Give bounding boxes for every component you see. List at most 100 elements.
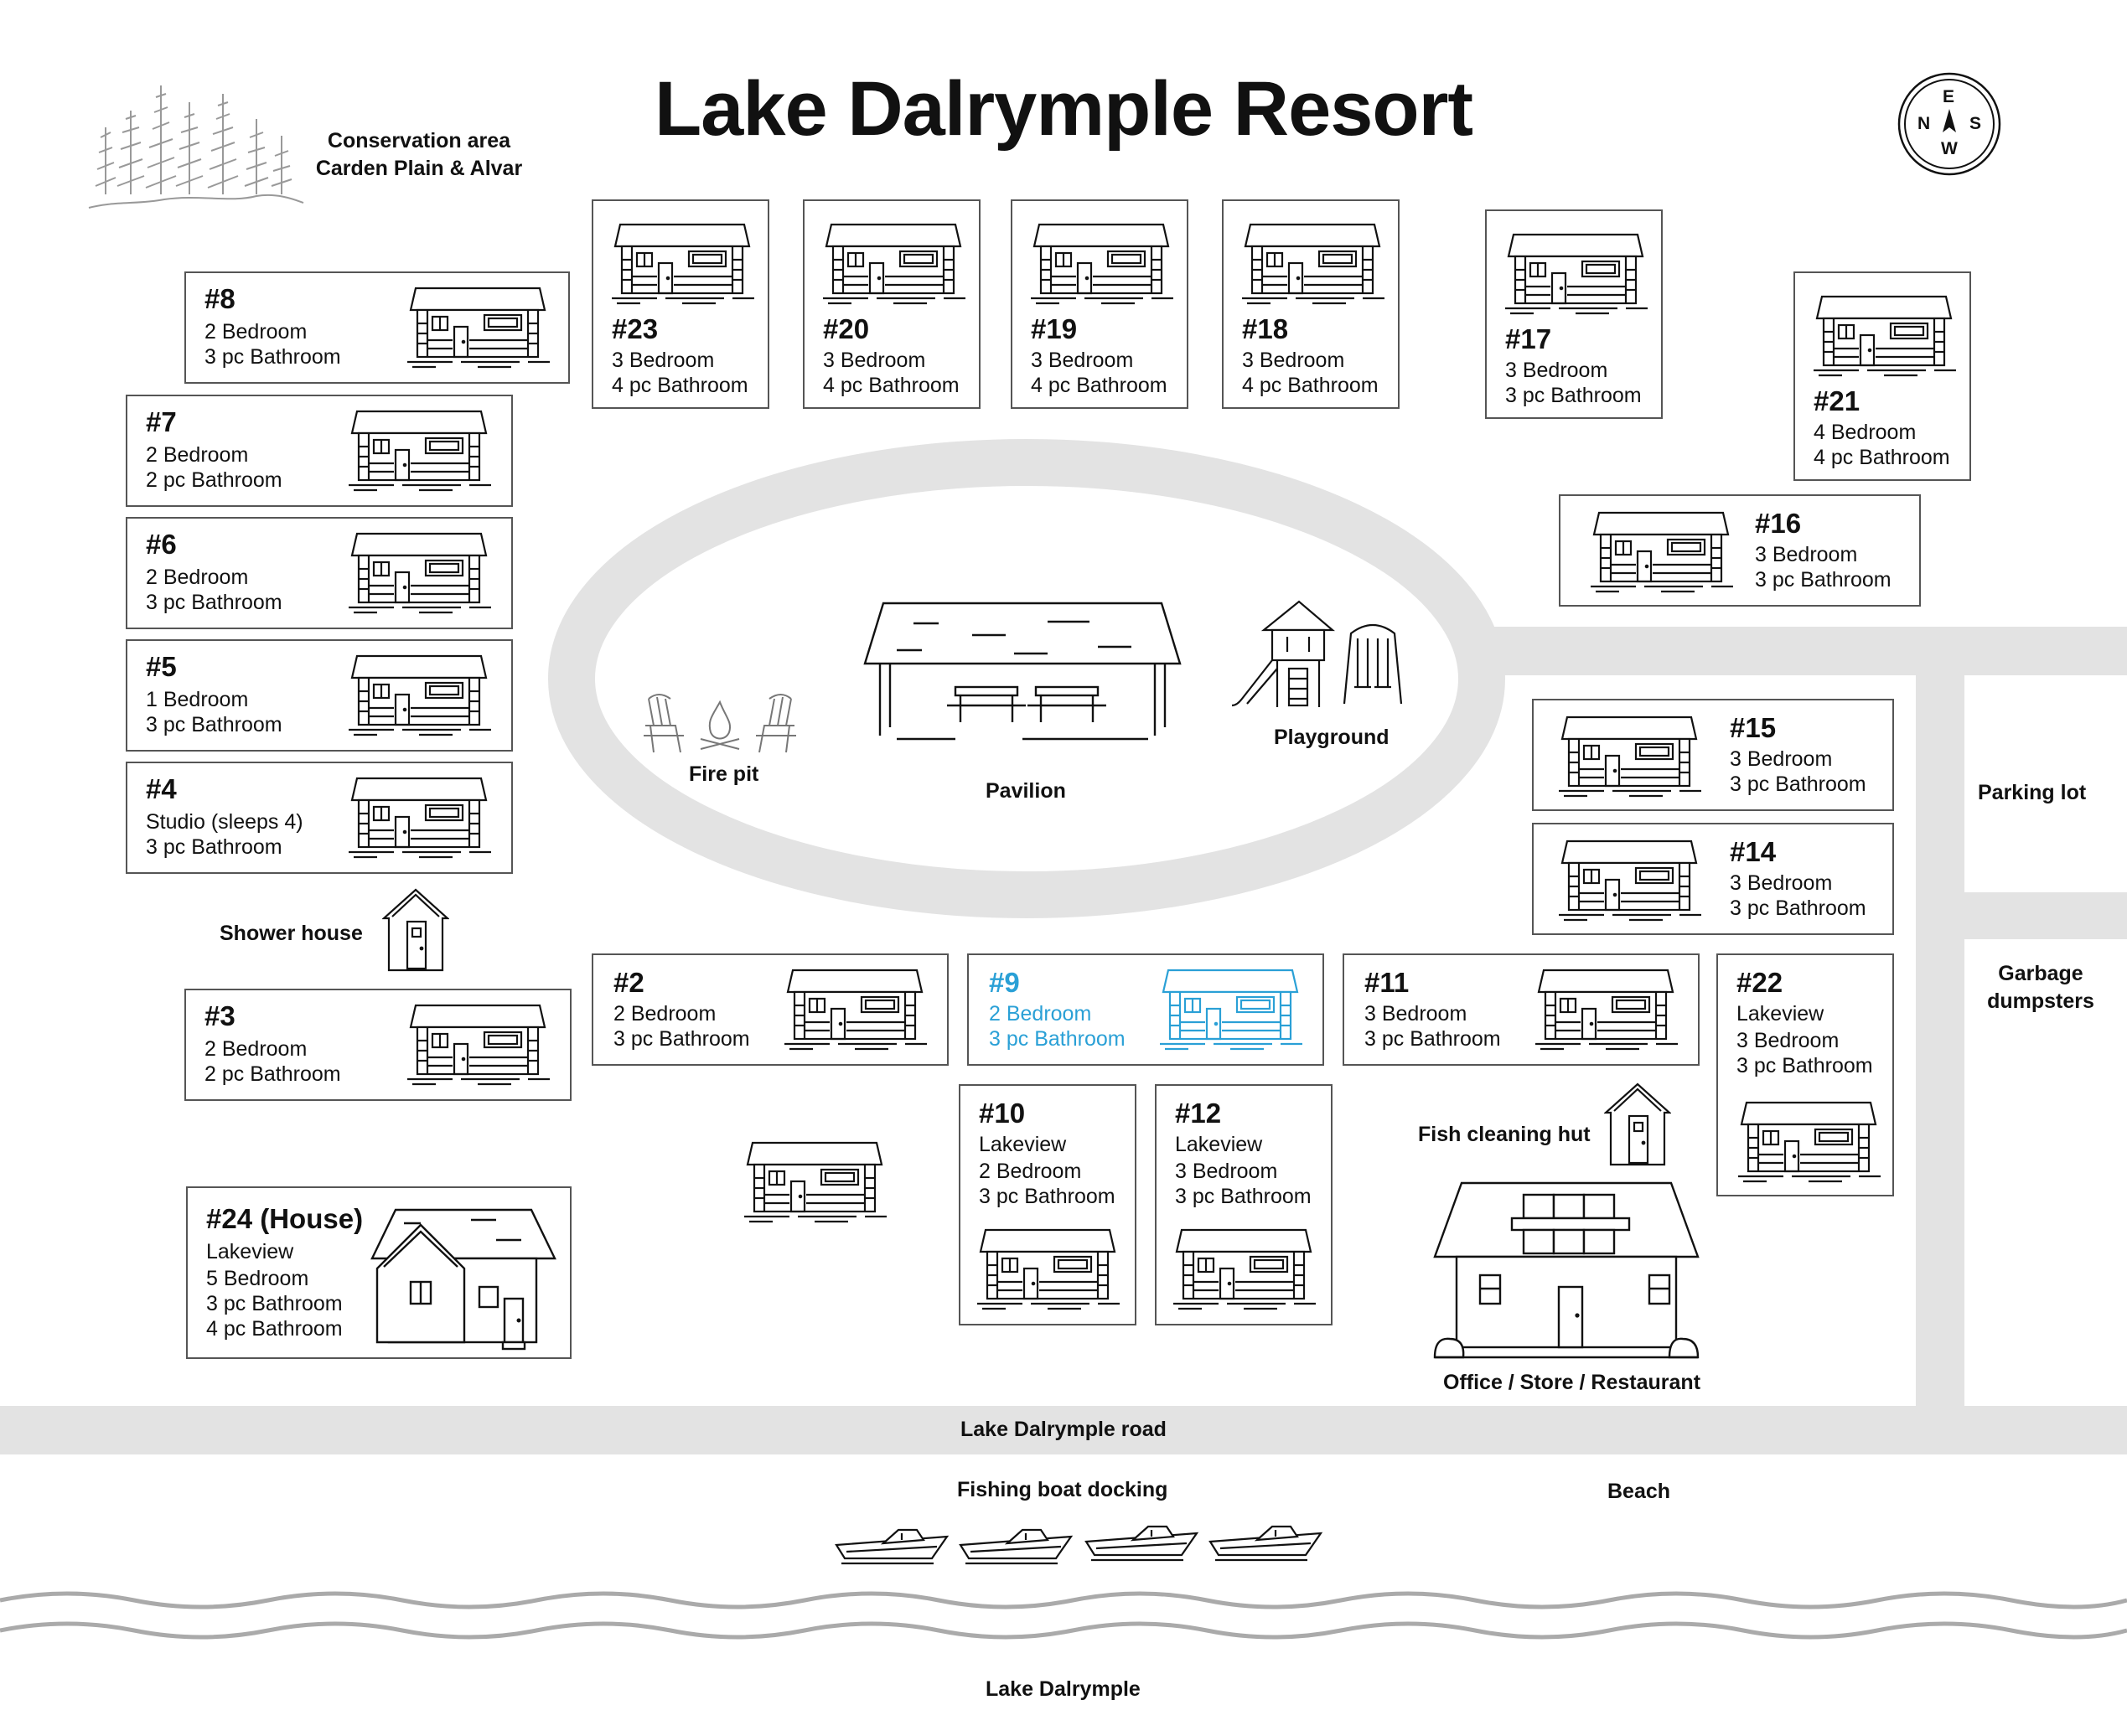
- unit-number: #11: [1364, 967, 1410, 998]
- unit-bathroom: 3 pc Bathroom: [1736, 1054, 1873, 1077]
- unit-4-card[interactable]: #4 Studio (sleeps 4) 3 pc Bathroom: [126, 762, 513, 874]
- unit-bathroom: 3 pc Bathroom: [146, 835, 282, 859]
- cabin-icon-standalone: [739, 1139, 890, 1223]
- cabin-icon: [1586, 509, 1736, 593]
- unit-bedrooms: 2 Bedroom: [989, 1002, 1092, 1026]
- unit-bathroom: 3 pc Bathroom: [1730, 772, 1866, 796]
- unit-number: #21: [1814, 385, 1860, 416]
- unit-number: #19: [1031, 313, 1078, 344]
- unit-number: #22: [1736, 967, 1783, 998]
- cabin-icon: [1809, 293, 1959, 377]
- cabin-icon: [344, 408, 494, 492]
- unit-bathroom: 3 pc Bathroom: [613, 1027, 750, 1051]
- unit-bedrooms: 3 Bedroom: [1031, 349, 1134, 372]
- cabin-icon: [1530, 967, 1681, 1051]
- unit-15-card[interactable]: #15 3 Bedroom 3 pc Bathroom: [1532, 699, 1894, 811]
- fish-cleaning-hut-label: Fish cleaning hut: [1418, 1123, 1591, 1146]
- unit-9-card[interactable]: #9 2 Bedroom 3 pc Bathroom: [967, 953, 1324, 1066]
- unit-number: #16: [1755, 508, 1802, 539]
- unit-bedrooms: 1 Bedroom: [146, 688, 249, 711]
- cabin-icon: [402, 1002, 553, 1086]
- unit-bathroom: 4 pc Bathroom: [1242, 374, 1379, 397]
- unit-bedrooms: 2 Bedroom: [146, 566, 249, 589]
- unit-7-card[interactable]: #7 2 Bedroom 2 pc Bathroom: [126, 395, 513, 507]
- compass-n: N: [1917, 114, 1931, 133]
- unit-bathroom: 3 pc Bathroom: [1730, 896, 1866, 920]
- unit-bathroom: 3 pc Bathroom: [146, 713, 282, 736]
- unit-8-card[interactable]: #8 2 Bedroom 3 pc Bathroom: [184, 271, 570, 384]
- unit-22-card[interactable]: #22 Lakeview 3 Bedroom 3 pc Bathroom: [1716, 953, 1894, 1196]
- unit-17-card[interactable]: #17 3 Bedroom 3 pc Bathroom: [1485, 209, 1663, 419]
- pavilion-label: Pavilion: [986, 779, 1066, 803]
- unit-bathroom: 3 pc Bathroom: [146, 591, 282, 614]
- cabin-icon: [344, 530, 494, 614]
- unit-6-card[interactable]: #6 2 Bedroom 3 pc Bathroom: [126, 517, 513, 629]
- unit-bathroom: 3 pc Bathroom: [204, 345, 341, 369]
- road-loop: [548, 439, 1505, 918]
- unit-number: #17: [1505, 323, 1552, 354]
- fire-pit-icon: [644, 694, 796, 753]
- unit-number: #5: [146, 651, 177, 682]
- boat-icon: [1207, 1520, 1324, 1562]
- unit-bedrooms: 3 Bedroom: [1730, 747, 1833, 771]
- playground-label: Playground: [1274, 726, 1390, 749]
- unit-bathroom: 4 pc Bathroom: [1031, 374, 1167, 397]
- unit-bedrooms: 2 Bedroom: [613, 1002, 717, 1026]
- unit-16-card[interactable]: #16 3 Bedroom 3 pc Bathroom: [1559, 494, 1921, 607]
- garbage-line1: Garbage: [1998, 962, 2083, 985]
- cabin-icon: [1500, 231, 1651, 315]
- cabin-icon: [779, 967, 930, 1051]
- cabin-icon: [1733, 1099, 1884, 1183]
- unit-number: #8: [204, 283, 235, 314]
- unit-bedrooms: 3 Bedroom: [1755, 543, 1858, 566]
- lake-waves: [0, 1591, 2127, 1640]
- unit-2-card[interactable]: #2 2 Bedroom 3 pc Bathroom: [592, 953, 949, 1066]
- compass-e: E: [1943, 87, 1955, 106]
- unit-12-card[interactable]: #12 Lakeview 3 Bedroom 3 pc Bathroom: [1155, 1084, 1333, 1325]
- unit-bathroom: 3 pc Bathroom: [1364, 1027, 1501, 1051]
- unit-23-card[interactable]: #23 3 Bedroom 4 pc Bathroom: [592, 199, 769, 409]
- unit-19-card[interactable]: #19 3 Bedroom 4 pc Bathroom: [1011, 199, 1188, 409]
- unit-bedrooms: 3 Bedroom: [1364, 1002, 1467, 1026]
- beach-label: Beach: [1607, 1480, 1671, 1503]
- cabin-icon: [1168, 1227, 1319, 1310]
- unit-bathroom: 4 pc Bathroom: [823, 374, 960, 397]
- unit-number: #15: [1730, 712, 1777, 743]
- garbage-line2: dumpsters: [1987, 989, 2094, 1013]
- unit-24-card[interactable]: #24 (House) Lakeview 5 Bedroom 3 pc Bath…: [186, 1186, 572, 1359]
- house-icon: [370, 1208, 556, 1351]
- unit-number: #24 (House): [206, 1203, 364, 1234]
- unit-bathroom: 4 pc Bathroom: [1814, 446, 1950, 469]
- unit-11-card[interactable]: #11 3 Bedroom 3 pc Bathroom: [1343, 953, 1700, 1066]
- road-garbage-connector: [1916, 892, 2127, 939]
- unit-10-card[interactable]: #10 Lakeview 2 Bedroom 3 pc Bathroom: [959, 1084, 1136, 1325]
- unit-view: Lakeview: [1175, 1133, 1263, 1156]
- unit-bathroom: 4 pc Bathroom: [612, 374, 748, 397]
- conservation-line1: Conservation area: [327, 129, 511, 152]
- unit-bedrooms: 4 Bedroom: [1814, 421, 1917, 444]
- pavilion-icon: [863, 602, 1182, 741]
- road-parking-connector: [1483, 627, 2127, 675]
- unit-bedrooms: 2 Bedroom: [146, 443, 249, 467]
- conservation-label: Conservation area Carden Plain & Alvar: [302, 129, 536, 181]
- unit-bathroom: 3 pc Bathroom: [1505, 384, 1642, 407]
- unit-3-card[interactable]: #3 2 Bedroom 2 pc Bathroom: [184, 989, 572, 1101]
- cabin-icon: [1155, 967, 1306, 1051]
- unit-bedrooms: 2 Bedroom: [204, 1037, 308, 1061]
- unit-18-card[interactable]: #18 3 Bedroom 4 pc Bathroom: [1222, 199, 1400, 409]
- unit-number: #4: [146, 773, 177, 804]
- unit-number: #23: [612, 313, 659, 344]
- unit-5-card[interactable]: #5 1 Bedroom 3 pc Bathroom: [126, 639, 513, 752]
- unit-21-card[interactable]: #21 4 Bedroom 4 pc Bathroom: [1793, 271, 1971, 481]
- unit-20-card[interactable]: #20 3 Bedroom 4 pc Bathroom: [803, 199, 981, 409]
- parking-lot-label: Parking lot: [1978, 781, 2087, 804]
- unit-number: #18: [1242, 313, 1289, 344]
- unit-14-card[interactable]: #14 3 Bedroom 3 pc Bathroom: [1532, 823, 1894, 935]
- conservation-line2: Carden Plain & Alvar: [315, 157, 523, 180]
- cabin-icon: [402, 285, 553, 369]
- unit-bathroom: 3 pc Bathroom: [1755, 568, 1892, 592]
- unit-number: #10: [979, 1098, 1026, 1129]
- unit-number: #9: [989, 967, 1020, 998]
- playground-icon: [1231, 600, 1403, 707]
- unit-bedrooms: 5 Bedroom: [206, 1267, 309, 1290]
